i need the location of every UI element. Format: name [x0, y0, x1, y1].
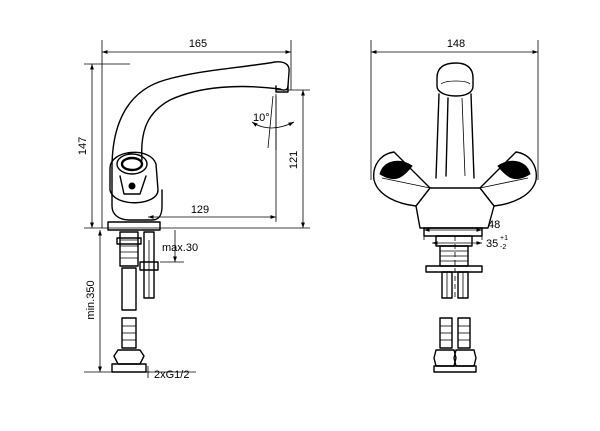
side-supply-hose [111, 317, 147, 373]
label-spout-height: 121 [288, 151, 300, 169]
thread-callout: 2xG1/2 [146, 366, 196, 381]
dimension-base-width: 48 [423, 219, 500, 240]
label-side-height: 147 [77, 137, 89, 155]
label-tolerance-plus: +1 [500, 235, 508, 242]
front-view: 148 [370, 38, 539, 373]
label-front-width: 148 [447, 38, 465, 50]
dimension-spout-reach: 129 [148, 204, 276, 219]
label-supply-length: min.350 [85, 280, 97, 319]
faucet-side-handle [109, 151, 159, 204]
label-spout-reach: 129 [191, 204, 209, 216]
faucet-front-base [381, 177, 529, 237]
label-shank-max: max.30 [162, 242, 198, 254]
dimension-side-height: 147 [77, 63, 94, 228]
dimension-shank-max: max.30 [160, 230, 198, 263]
label-angle: 10° [253, 112, 270, 124]
front-shank [425, 235, 483, 300]
label-base-height: 35 [486, 238, 498, 250]
dimension-side-width: 165 [102, 38, 291, 54]
label-base-width: 48 [488, 219, 500, 231]
label-thread: 2xG1/2 [154, 369, 189, 381]
front-supply-hoses [433, 317, 477, 373]
side-view: 165 147 121 129 10° [77, 38, 310, 381]
faucet-front-spout [435, 62, 475, 179]
label-tolerance-minus: -2 [500, 244, 506, 251]
label-side-width: 165 [189, 38, 207, 50]
dimension-spout-height: 121 [288, 90, 305, 228]
faucet-side-body [107, 61, 290, 231]
side-shank [116, 231, 159, 311]
dimension-front-width: 148 [371, 38, 538, 54]
dimension-base-height: 35 +1 -2 [432, 235, 508, 251]
dimension-supply-length: min.350 [85, 230, 102, 372]
angle-indicator: 10° [251, 95, 295, 150]
